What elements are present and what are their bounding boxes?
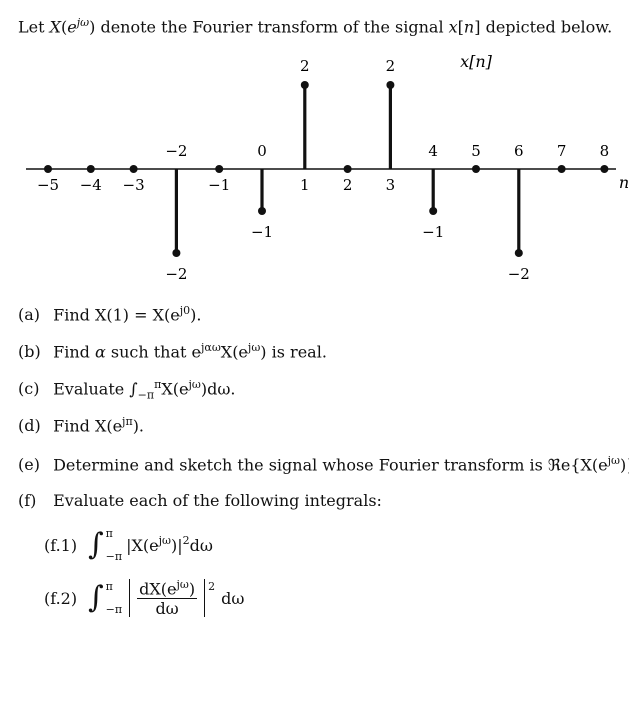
tick-label-n-5: −5 — [37, 176, 59, 194]
stem-dot-n5 — [472, 165, 480, 173]
derivative-fraction: dX(ejω) dω — [137, 578, 198, 619]
stem-dot-n7 — [557, 165, 566, 173]
abs-bar-left — [129, 579, 131, 618]
stem-dot-n-2 — [172, 249, 181, 257]
tick-label-n-4: −4 — [80, 176, 102, 194]
tick-label-n5: 5 — [471, 142, 481, 160]
stem-dot-n6 — [514, 249, 523, 257]
tick-label-n-2: −2 — [165, 142, 187, 160]
stem-dot-n3 — [386, 81, 395, 89]
question-c: (c) Evaluate ∫−ππX(ejω)dω. — [18, 378, 236, 402]
stem-plot: −5 −4 −3 −2 −2 −1 0 −1 1 2 2 3 2 4 −1 5 6 −2 7 8 x[n] n — [26, 52, 629, 283]
abs-bar-right — [204, 579, 206, 618]
axis-label-n: n — [619, 173, 629, 192]
stem-dot-n-1 — [215, 165, 224, 173]
tick-label-n0: 0 — [257, 142, 267, 160]
value-label-n1: 2 — [300, 57, 310, 75]
intro-text: Let X(ejω) denote the Fourier transform … — [18, 16, 613, 37]
stem-dot-n2 — [343, 165, 352, 173]
question-b: (b) Find α such that ejαωX(ejω) is real. — [18, 341, 327, 362]
stem-dot-n0 — [258, 207, 266, 215]
value-label-n4: −1 — [422, 223, 444, 241]
value-label-n3: 2 — [386, 57, 396, 75]
stems-group: −5 −4 −3 −2 −2 −1 0 −1 1 2 2 3 2 4 −1 5 6 −2 7 8 — [37, 57, 609, 283]
value-label-n-2: −2 — [165, 265, 187, 283]
question-f2: (f.2) ∫ π −π dX(ejω) dω 2 dω — [44, 578, 245, 619]
value-label-n6: −2 — [508, 265, 530, 283]
stem-dot-n8 — [600, 165, 609, 173]
integral-sign: ∫ — [88, 580, 104, 616]
stem-dot-n4 — [429, 207, 438, 215]
tick-label-n3: 3 — [386, 176, 396, 194]
tick-label-n2: 2 — [343, 176, 353, 194]
stem-dot-n-3 — [129, 165, 138, 173]
tick-label-n4: 4 — [428, 142, 438, 160]
tick-label-n8: 8 — [600, 142, 610, 160]
integral-sign: ∫ — [88, 527, 104, 563]
stem-dot-n-4 — [86, 165, 95, 173]
tick-label-n-1: −1 — [208, 176, 230, 194]
question-f: (f) Evaluate each of the following integ… — [18, 491, 382, 510]
question-e: (e) Determine and sketch the signal whos… — [18, 454, 629, 475]
tick-label-n6: 6 — [514, 142, 524, 160]
question-a: (a) Find X(1) = X(ej0). — [18, 304, 202, 325]
integral-sign: ∫ — [129, 379, 138, 399]
tick-label-n1: 1 — [300, 176, 310, 194]
stem-dot-n-5 — [44, 165, 52, 173]
tick-label-n-3: −3 — [123, 176, 145, 194]
question-d: (d) Find X(ejπ). — [18, 415, 145, 436]
tick-label-n7: 7 — [557, 142, 567, 160]
plot-title: x[n] — [460, 52, 493, 71]
value-label-n0: −1 — [251, 223, 273, 241]
stem-dot-n1 — [300, 81, 309, 89]
